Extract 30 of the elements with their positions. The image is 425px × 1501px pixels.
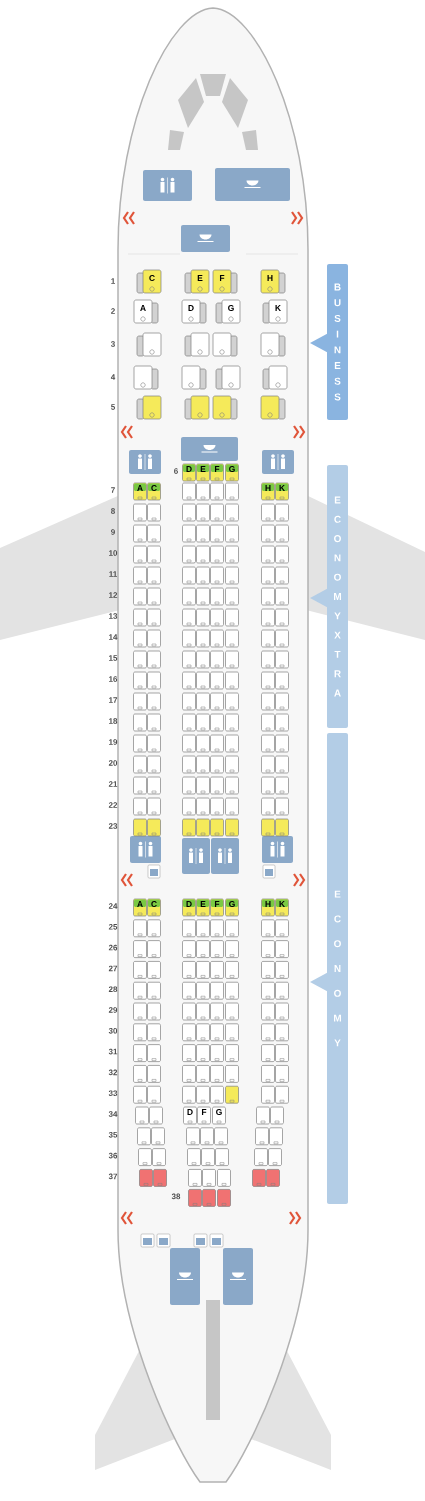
seat-letter: H	[265, 485, 271, 491]
seat-letter: D	[187, 1109, 193, 1115]
seat-letter: A	[137, 901, 143, 907]
seat-letter: G	[229, 466, 235, 472]
seat-letter: F	[202, 1109, 207, 1115]
seat-letter: D	[186, 466, 192, 472]
cabin-class-band: BUSINESS	[310, 264, 348, 420]
seat-letter: H	[267, 275, 273, 281]
cabin-class-band: ECONOMY XTRA	[310, 465, 348, 728]
seat-letter: F	[220, 275, 225, 281]
seat-letter: E	[200, 466, 206, 472]
seat-letter: H	[265, 901, 271, 907]
seat-letter: D	[188, 305, 194, 311]
seat-letter: E	[200, 901, 206, 907]
seat-letter: C	[149, 275, 155, 281]
seat-letter: K	[279, 485, 285, 491]
seat-letter: E	[197, 275, 203, 281]
seat-letter: A	[137, 485, 143, 491]
seat-letter: G	[229, 901, 235, 907]
seat-letter: D	[186, 901, 192, 907]
seat-letter: C	[151, 485, 157, 491]
seat-letter: G	[216, 1109, 222, 1115]
seat-letter: G	[228, 305, 234, 311]
seat-letter: A	[140, 305, 146, 311]
seat-letter: K	[275, 305, 281, 311]
seat-letter: F	[215, 901, 220, 907]
seat-letter: K	[279, 901, 285, 907]
seat-letter: C	[151, 901, 157, 907]
seat-letter: F	[215, 466, 220, 472]
cabin-class-band: ECONOMY	[310, 733, 348, 1204]
